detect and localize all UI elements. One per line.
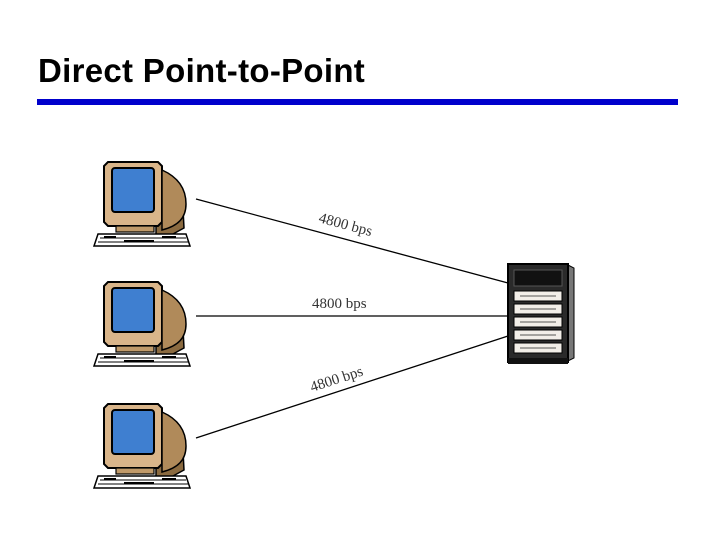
title-rule xyxy=(37,99,678,105)
link-label-bottom: 4800 bps xyxy=(308,364,365,396)
computer-terminal-icon xyxy=(93,161,191,247)
link-line-top xyxy=(195,198,509,284)
link-line-bottom xyxy=(195,335,509,439)
link-label-middle: 4800 bps xyxy=(312,296,367,312)
computer-terminal-icon xyxy=(93,281,191,367)
link-label-top: 4800 bps xyxy=(317,210,374,240)
slide-title: Direct Point-to-Point xyxy=(38,52,366,89)
server-rack-icon xyxy=(507,263,575,364)
terminal-middle xyxy=(93,281,191,367)
terminal-bottom xyxy=(93,403,191,489)
computer-terminal-icon xyxy=(93,403,191,489)
terminal-top xyxy=(93,161,191,247)
